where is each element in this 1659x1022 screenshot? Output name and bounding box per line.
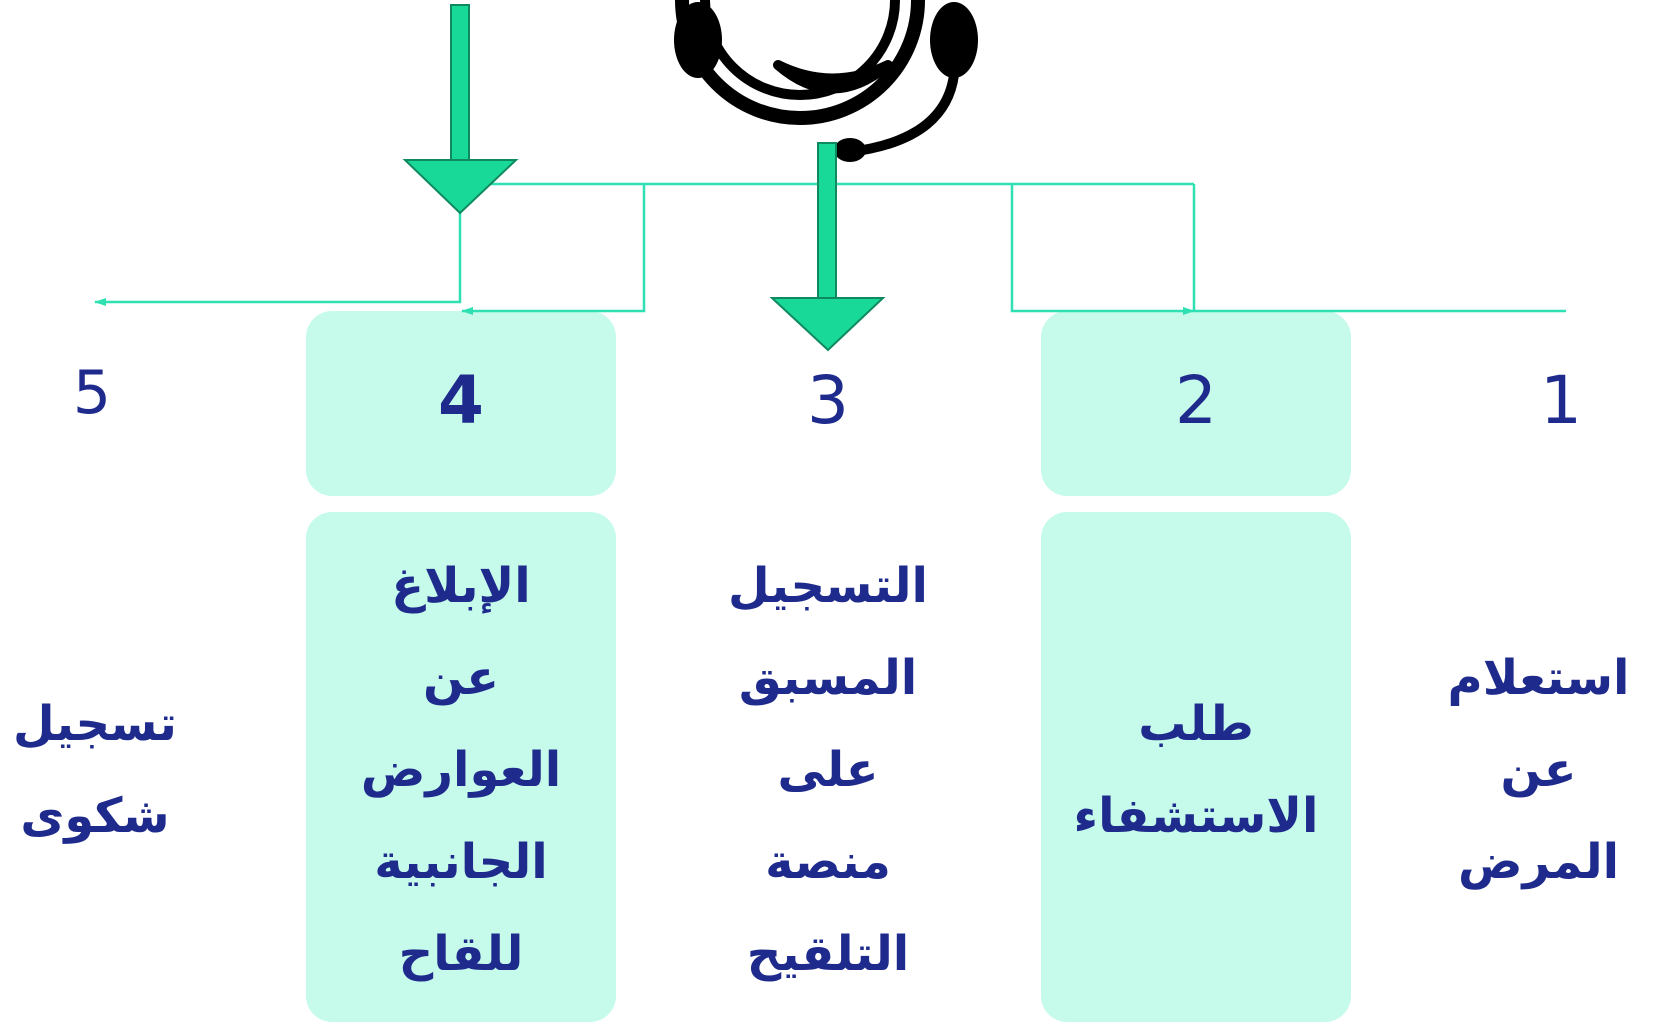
step-1-label: استعلام عن المرض [1418, 540, 1659, 1000]
connector-to-4 [461, 184, 646, 315]
step-5-line-1: تسجيل [13, 696, 177, 752]
connector-to-2 [1010, 184, 1195, 315]
step-3-label: التسجيل المسبق على منصة التلقيح [668, 540, 988, 1000]
step-3-line-1: التسجيل [728, 558, 928, 614]
step-5-label: تسجيل شكوى [0, 540, 190, 1000]
step-3-line-2: المسبق [738, 650, 918, 706]
step-2-line-1: طلب [1138, 696, 1254, 752]
big-arrow-to-4 [402, 4, 519, 215]
step-3-line-5: التلقيح [746, 926, 910, 982]
step-4-line-3: العوارض [360, 742, 562, 798]
step-2-number-box [1041, 311, 1351, 496]
step-3-line-4: منصة [765, 834, 891, 890]
step-4-line-1: الإبلاغ [391, 558, 531, 614]
step-4-number-box [306, 311, 616, 496]
headset-agent-icon [674, 0, 978, 162]
step-1-line-2: عن [1500, 742, 1577, 798]
step-1-line-3: المرض [1457, 834, 1620, 890]
step-2-line-2: الاستشفاء [1073, 788, 1319, 844]
step-4-line-2: عن [423, 650, 499, 706]
step-5-number: 5 [72, 358, 112, 428]
step-5-line-2: شكوى [20, 788, 170, 844]
step-4-label: الإبلاغ عن العوارض الجانبية للقاح [306, 540, 616, 1000]
connector-to-5 [94, 184, 462, 306]
step-1-number: 1 [1540, 362, 1582, 439]
step-4-label-box [306, 512, 616, 1022]
step-3-line-3: على [777, 742, 879, 798]
step-4-line-4: الجانبية [374, 834, 548, 890]
step-2-label: طلب الاستشفاء [1041, 540, 1351, 1000]
step-4-line-5: للقاح [398, 926, 524, 982]
step-2-label-box [1041, 512, 1351, 1022]
step-1-line-1: استعلام [1447, 650, 1630, 706]
big-arrow-to-3 [769, 142, 886, 352]
step-3-number: 3 [807, 362, 849, 439]
step-2-number: 2 [1175, 362, 1217, 439]
step-4-number: 4 [438, 362, 484, 439]
